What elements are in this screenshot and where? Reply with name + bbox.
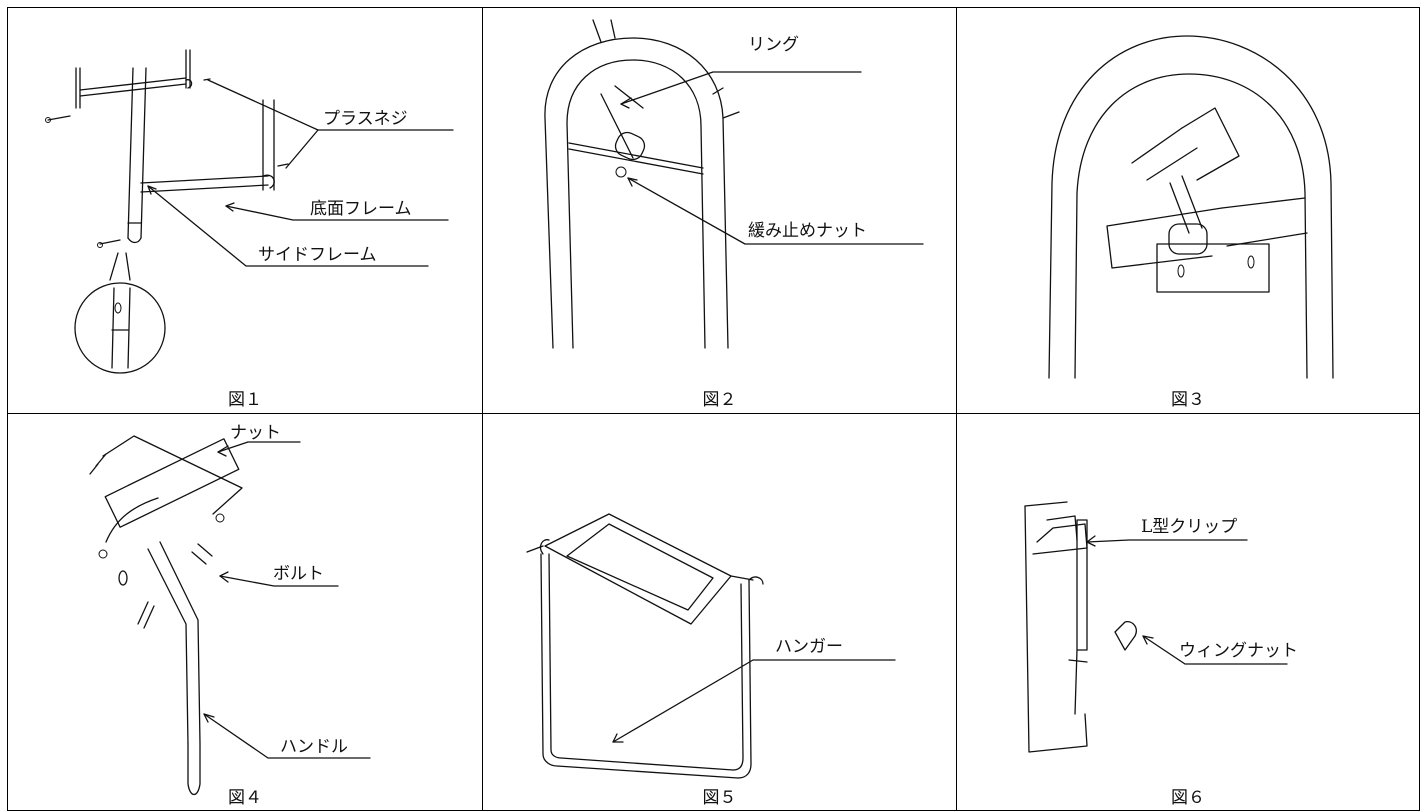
figure-2: リング 緩み止めナット 図２ [483,8,956,413]
label-l-clip: L型クリップ [1141,517,1237,537]
figure-grid: プラスネジ 底面フレーム サイドフレーム 図１ リング 緩み止めナット 図２ [7,7,1420,811]
label-wing-nut: ウィングナット [1179,641,1298,661]
label-bolt: ボルト [273,564,324,584]
figure-4-drawing: ナット ボルト ハンドル [89,423,371,796]
label-nut: ナット [230,423,281,443]
figure-2-drawing: リング 緩み止めナット [544,19,924,349]
figure-5-drawing: ハンガー [526,513,896,779]
figure-6-drawing: L型クリップ ウィングナット [1024,501,1298,753]
figure-6: L型クリップ ウィングナット 図６ [957,414,1419,810]
figure-3-caption: 図３ [1171,390,1205,410]
figure-3-drawing [1048,35,1334,379]
figure-1-drawing: プラスネジ 底面フレーム サイドフレーム [45,49,454,374]
figure-3: 図３ [957,8,1419,413]
label-hanger: ハンガー [775,637,843,657]
figure-5: ハンガー 図５ [483,414,956,810]
figure-4-caption: 図４ [228,788,262,808]
figure-2-caption: 図２ [702,390,737,410]
label-bottom-frame: 底面フレーム [310,199,412,219]
figure-5-caption: 図５ [702,788,737,808]
figure-6-caption: 図６ [1171,788,1205,808]
label-plus-screw: プラスネジ [323,109,408,129]
figure-1-caption: 図１ [228,390,262,410]
divider-v1 [482,8,483,810]
label-ring: リング [748,35,799,55]
label-handle: ハンドル [280,737,348,757]
figure-1: プラスネジ 底面フレーム サイドフレーム 図１ [8,8,482,413]
label-side-frame: サイドフレーム [258,245,377,265]
divider-v2 [956,8,957,810]
divider-h [8,413,1419,414]
label-lock-nut: 緩み止めナット [748,221,867,241]
figure-4: ナット ボルト ハンドル 図４ [8,414,482,810]
